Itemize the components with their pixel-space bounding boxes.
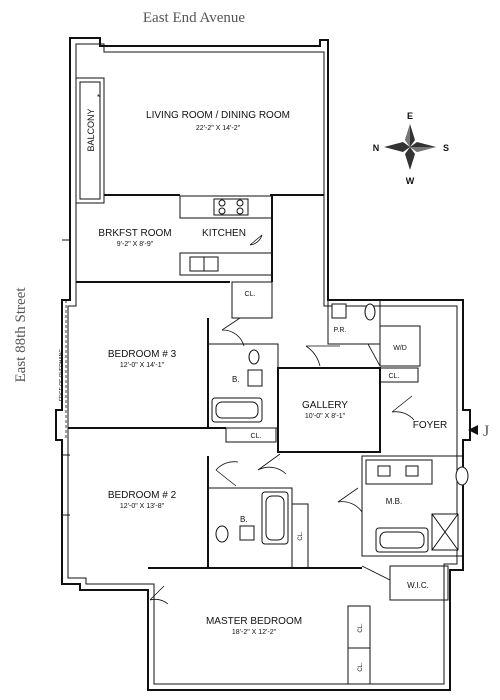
foyer: FOYER J xyxy=(391,395,489,440)
kitchen-label: KITCHEN xyxy=(202,228,246,239)
master-bath: M.B. xyxy=(337,455,469,557)
gallery-dims: 10'-0" X 8'-1" xyxy=(305,413,346,420)
bath-2-label: B. xyxy=(240,515,248,524)
exterior-wall xyxy=(55,37,471,691)
balcony-marker: * xyxy=(97,93,100,102)
toilet-icon xyxy=(364,303,376,321)
exterior-wall-inner xyxy=(67,43,458,685)
burner-icon xyxy=(236,199,244,207)
street-label-north: East End Avenue xyxy=(143,10,246,26)
closet-hall xyxy=(225,427,277,443)
compass-rose: E W N S xyxy=(373,111,449,186)
bedroom-3-label: BEDROOM # 3 xyxy=(108,349,177,360)
walk-in-closet: W.I.C. xyxy=(361,565,449,601)
closet-label-gallery: CL. xyxy=(389,373,400,380)
wic-door-swing xyxy=(361,565,391,581)
bedroom-2: BEDROOM # 2 12'-0" X 13'-8" xyxy=(68,427,287,568)
balcony-rail xyxy=(79,81,101,200)
master-bedroom-dims: 18'-2" X 12'-2" xyxy=(232,629,277,636)
master-door-swing xyxy=(149,585,169,605)
breakfast-room: BRKFST ROOM 9'-2" X 8'-9" xyxy=(98,228,171,248)
closet-label-hall: CL. xyxy=(251,433,262,440)
balcony xyxy=(75,77,105,204)
living-room-dims: 22'-2" X 14'-2" xyxy=(196,125,241,132)
kitchen: KITCHEN xyxy=(179,195,273,282)
master-bedroom: MASTER BEDROOM 18'-2" X 12'-2" xyxy=(148,567,362,636)
master-bedroom-label: MASTER BEDROOM xyxy=(206,616,302,627)
closet-label-bath2: CL. xyxy=(298,531,304,541)
mb-door-swing xyxy=(337,487,363,513)
toilet-icon xyxy=(455,466,469,486)
balcony-label: BALCONY xyxy=(86,108,96,151)
gallery-label: GALLERY xyxy=(302,400,348,411)
foyer-door-swing xyxy=(391,395,415,421)
kitchen-door-swing xyxy=(249,234,263,246)
living-dining-room: LIVING ROOM / DINING ROOM 22'-2" X 14'-2… xyxy=(104,110,324,196)
gallery: GALLERY 10'-0" X 8'-1" xyxy=(277,367,381,453)
pr-door-swing xyxy=(305,345,340,367)
sink-icon xyxy=(331,303,347,319)
sink-icon xyxy=(405,465,419,477)
entry-marker: J xyxy=(483,423,489,440)
breakfast-room-dims: 9'-2" X 8'-9" xyxy=(117,241,154,248)
master-bath-label: M.B. xyxy=(386,497,402,506)
toilet-icon xyxy=(248,349,260,365)
stove-icon xyxy=(213,198,249,216)
powder-room: P.R. xyxy=(305,299,381,367)
compass-label-e: E xyxy=(407,111,413,121)
walk-in-closet-label: W.I.C. xyxy=(407,581,429,590)
hall-door-swing xyxy=(257,453,287,475)
vanity-icon xyxy=(365,459,433,485)
bed2-door-swing xyxy=(215,461,239,487)
sink-icon xyxy=(247,369,263,387)
closet-label-master-2: CL. xyxy=(358,662,364,672)
bedroom-2-label: BEDROOM # 2 xyxy=(108,490,177,501)
living-room-label: LIVING ROOM / DINING ROOM xyxy=(146,110,290,121)
compass-label-s: S xyxy=(443,143,449,153)
compass-label-w: W xyxy=(406,176,415,186)
bath-1: B. xyxy=(207,343,279,429)
breakfast-room-label: BRKFST ROOM xyxy=(98,228,171,239)
closet-kitchen xyxy=(231,281,273,319)
bedroom-2-dims: 12'-0" X 13'-8" xyxy=(120,503,165,510)
washer-dryer-label: W/D xyxy=(393,345,407,352)
washer-dryer: W/D xyxy=(367,325,421,367)
closet-master-2 xyxy=(347,647,371,685)
closet-label-master-1: CL. xyxy=(358,623,364,633)
bed3-door-swing xyxy=(221,317,245,347)
bedroom-3-dims: 12'-0" X 14'-1" xyxy=(120,362,165,369)
toilet-icon xyxy=(215,525,229,543)
bath-2: B. xyxy=(207,487,293,569)
sink-icon xyxy=(239,525,255,541)
compass-label-n: N xyxy=(373,143,380,153)
burner-icon xyxy=(218,207,226,215)
window-marks xyxy=(62,239,70,516)
closet-gallery xyxy=(379,367,419,383)
edge-of-overhang-label: EDGE OF OVERHANG xyxy=(59,349,65,402)
street-label-west: East 88th Street xyxy=(13,287,29,383)
wd-door-swing xyxy=(367,343,381,367)
burner-icon xyxy=(218,199,226,207)
closet-label: CL. xyxy=(245,291,256,298)
burner-icon xyxy=(236,207,244,215)
bath-label: B. xyxy=(232,375,240,384)
foyer-label: FOYER xyxy=(413,420,447,431)
powder-room-label: P.R. xyxy=(334,327,347,334)
entry-arrow-icon xyxy=(468,425,478,435)
sink-icon xyxy=(377,465,391,477)
